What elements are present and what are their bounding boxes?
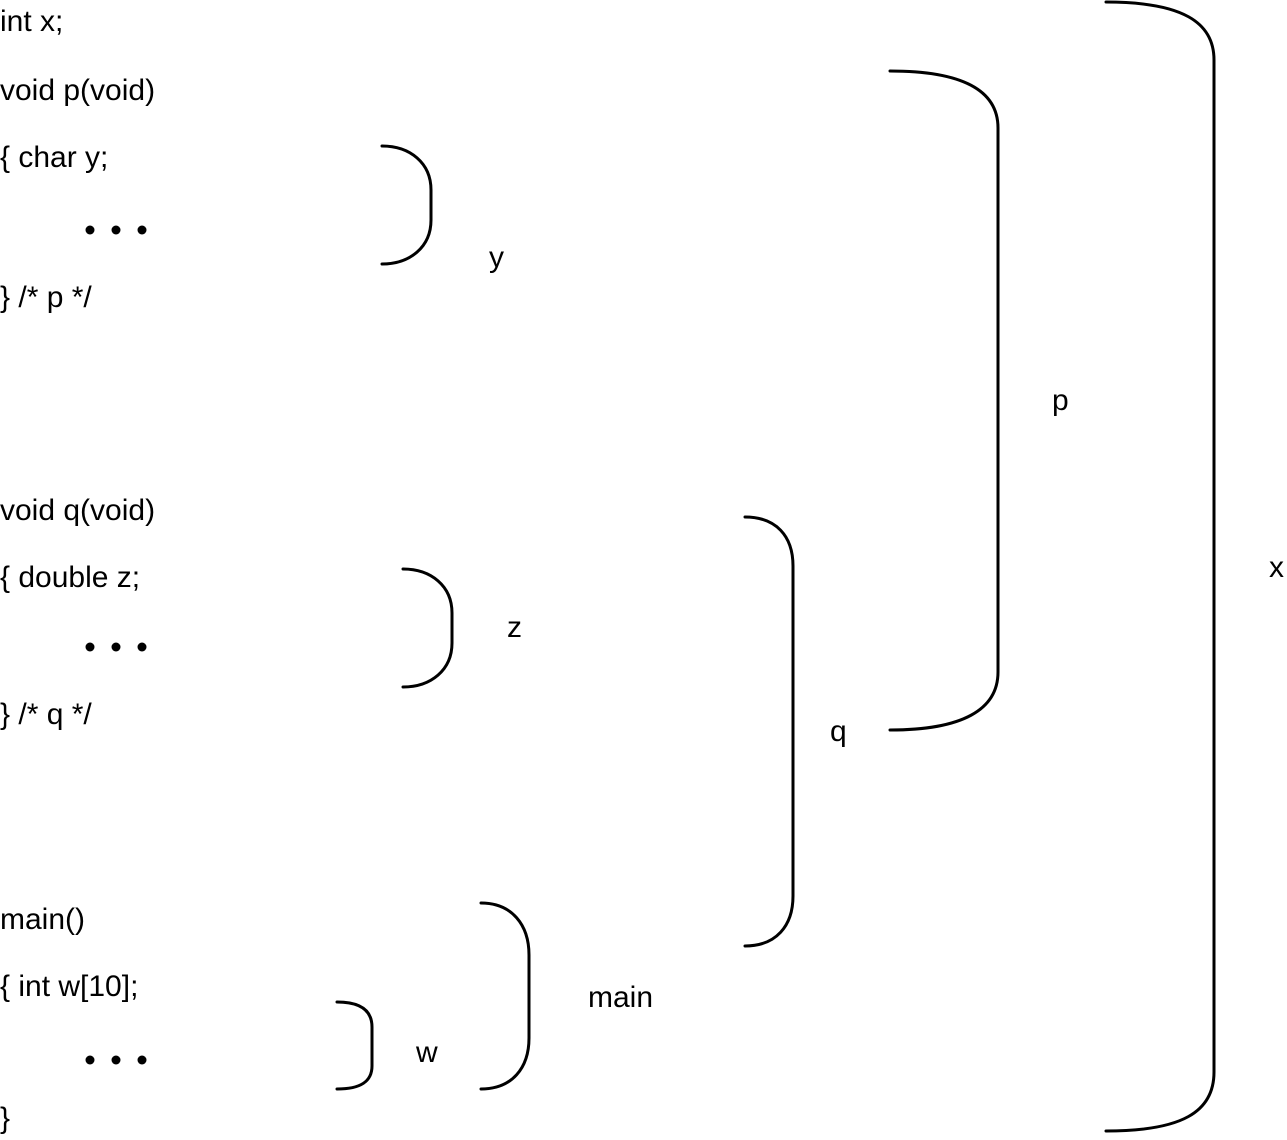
code-line-void-q: void q(void): [0, 494, 155, 527]
code-line-char-y: { char y;: [0, 141, 108, 174]
scope-label-q: q: [830, 715, 847, 748]
ellipsis-main-body: [85, 1055, 147, 1065]
code-line-double-z: { double z;: [0, 561, 140, 594]
scope-label-y: y: [489, 241, 504, 274]
bracket-w: [335, 1000, 374, 1091]
ellipsis-q-body: [85, 642, 147, 652]
code-line-end-q: } /* q */: [0, 698, 92, 731]
bracket-q: [743, 515, 795, 948]
code-line-end-main: }: [0, 1102, 10, 1135]
bracket-p: [888, 69, 1000, 732]
scope-brackets: [335, 0, 1216, 1133]
bracket-main: [479, 901, 531, 1091]
bracket-y: [380, 144, 433, 266]
bracket-x: [1104, 0, 1216, 1133]
scope-labels: y z w main p q x: [415, 241, 1284, 1069]
code-line-main: main(): [0, 903, 85, 936]
scope-label-x: x: [1269, 551, 1284, 584]
scope-label-p: p: [1052, 384, 1069, 417]
code-line-end-p: } /* p */: [0, 281, 92, 314]
code-listing: int x; void p(void) { char y; } /* p */ …: [0, 5, 155, 1135]
code-line-void-p: void p(void): [0, 74, 155, 107]
code-line-int-w: { int w[10];: [0, 970, 138, 1003]
bracket-z: [401, 567, 454, 689]
ellipsis-p-body: [85, 225, 147, 235]
scope-label-w: w: [415, 1036, 438, 1069]
scope-label-z: z: [507, 611, 522, 644]
code-line-int-x: int x;: [0, 5, 63, 38]
scope-label-main: main: [588, 981, 653, 1014]
